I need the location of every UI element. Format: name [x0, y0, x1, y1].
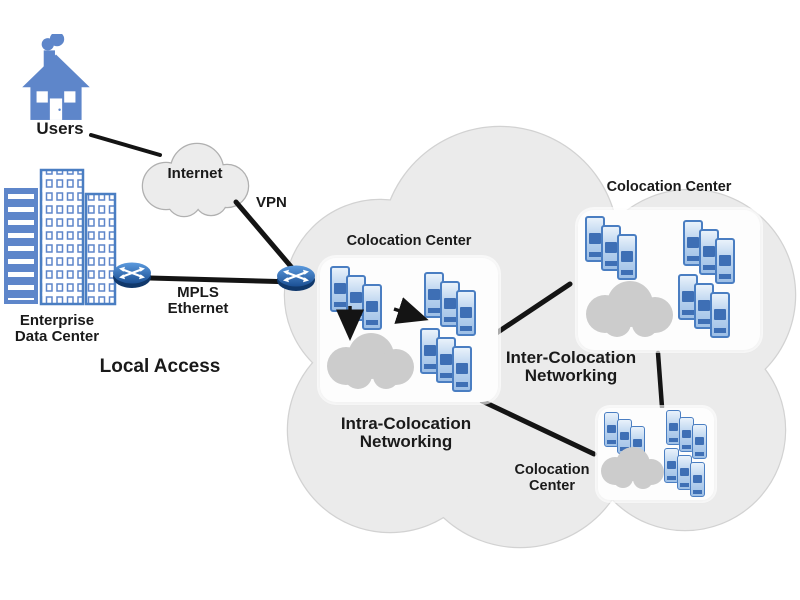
mpls-label: MPLS Ethernet [152, 284, 244, 318]
enterprise-label-line2: Data Center [14, 328, 100, 346]
mpls-label-line2: Ethernet [167, 300, 229, 318]
local-access-label: Local Access [99, 356, 221, 377]
server-icon [617, 234, 637, 280]
server-icon [677, 455, 692, 490]
inter-label-line2: Networking [524, 366, 618, 386]
server-icon [630, 426, 645, 461]
colocation-mid-title: Colocation Center [346, 233, 472, 249]
colo-bottom-line2: Center [529, 477, 575, 494]
inter-colocation-label: Inter-Colocation Networking [498, 348, 644, 386]
intra-label-line2: Networking [359, 432, 453, 452]
vpn-label: VPN [256, 194, 287, 211]
enterprise-dc-label: Enterprise Data Center [2, 312, 112, 346]
intra-colocation-label: Intra-Colocation Networking [326, 414, 486, 452]
colo-bottom-line1: Colocation [514, 462, 590, 478]
server-icon [456, 290, 476, 336]
server-icon [715, 238, 735, 284]
link-vpn [233, 199, 302, 279]
server-icon [690, 462, 705, 497]
intra-label-line1: Intra-Colocation [340, 414, 472, 433]
colocation-bottom-title: Colocation Center [500, 462, 604, 494]
users-label: Users [36, 119, 84, 138]
link-topright-to-bottom [655, 350, 665, 410]
colocation-top-right-title: Colocation Center [606, 179, 732, 195]
router-icon [275, 264, 317, 293]
enterprise-label-line1: Enterprise [19, 312, 95, 329]
link-mid-to-topright [492, 281, 573, 337]
router-icon [111, 261, 153, 290]
link-users-internet [89, 133, 162, 157]
link-mpls-ethernet [147, 275, 299, 285]
link-mid-to-bottom [479, 398, 597, 457]
inter-label-line1: Inter-Colocation [505, 348, 637, 367]
server-icon [666, 410, 681, 445]
internet-label: Internet [167, 165, 223, 182]
server-icon [452, 346, 472, 392]
server-icon [664, 448, 679, 483]
house-icon [22, 34, 90, 120]
mpls-label-line1: MPLS [177, 284, 219, 301]
server-icon [710, 292, 730, 338]
server-icon [692, 424, 707, 459]
server-icon [440, 281, 460, 327]
server-icon [362, 284, 382, 330]
buildings-icon [4, 168, 117, 306]
